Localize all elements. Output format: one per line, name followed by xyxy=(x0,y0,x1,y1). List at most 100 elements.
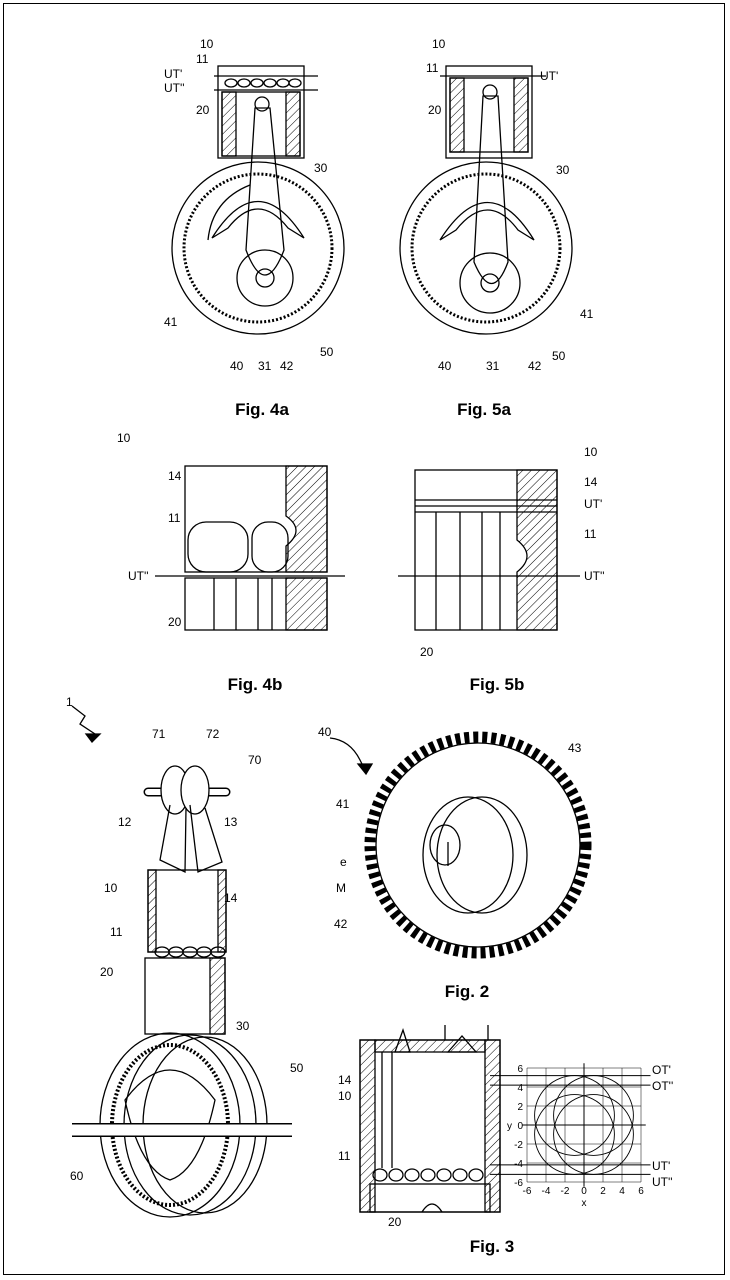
fig3-xtick-label: -6 xyxy=(523,1186,532,1197)
caption-fig5a: Fig. 5a xyxy=(457,400,511,419)
fig1-label-r1: 1 xyxy=(66,695,73,709)
fig4a-label-r30: 30 xyxy=(314,161,328,175)
fig5a-conrod xyxy=(473,95,509,284)
fig5a-label-r11: 11 xyxy=(426,61,439,75)
fig5a-label-r10: 10 xyxy=(432,37,446,51)
fig5a-liner xyxy=(445,65,533,159)
fig4b-ball-b xyxy=(251,521,289,573)
fig3-label-r10: 10 xyxy=(338,1089,352,1103)
fig3-ytick-label: -6 xyxy=(514,1178,523,1189)
fig4a-label-r40: 40 xyxy=(230,359,244,373)
fig1-label-r12: 12 xyxy=(118,815,132,829)
fig4a-balls xyxy=(224,78,302,88)
page-border xyxy=(3,3,725,1275)
fig4a-gear-outer xyxy=(171,161,345,335)
fig4a-rotation-arrow xyxy=(207,184,251,241)
fig3-label-ut1: UT' xyxy=(652,1159,670,1173)
fig1-label-r14: 14 xyxy=(224,891,238,905)
fig3-label-r20: 20 xyxy=(388,1215,402,1229)
fig2-label-r43: 43 xyxy=(568,741,582,755)
caption-fig5b: Fig. 5b xyxy=(470,675,525,694)
fig3-ytick-label: 4 xyxy=(517,1083,523,1094)
fig4a-eccentric xyxy=(236,249,294,307)
fig3-ytick-label: -2 xyxy=(514,1140,523,1151)
fig1-crank-disc-72 xyxy=(180,765,210,815)
fig4b-label-r10: 10 xyxy=(117,431,131,445)
fig3-xtick-label: 4 xyxy=(619,1186,625,1197)
fig5a-label-ut1: UT' xyxy=(540,69,558,83)
fig3-piston xyxy=(369,1183,491,1213)
fig1-label-r11: 11 xyxy=(110,925,123,939)
fig3-label-ut2: UT'' xyxy=(652,1175,673,1189)
fig3-label-ot1: OT' xyxy=(652,1063,671,1077)
fig4a-crank-pin xyxy=(255,268,275,288)
fig4a-label-r42: 42 xyxy=(280,359,294,373)
fig3-xtick-label: -4 xyxy=(542,1186,551,1197)
fig3-xtick-label: 0 xyxy=(581,1186,587,1197)
fig2-eccentric-back xyxy=(436,796,528,914)
fig3-ytick-label: 6 xyxy=(517,1064,523,1075)
fig-1 xyxy=(71,705,292,1218)
fig5a-piston-pin xyxy=(482,84,498,100)
fig-4a xyxy=(171,65,345,335)
fig5a-label-r50: 50 xyxy=(552,349,566,363)
fig1-conrod-12 xyxy=(159,804,187,874)
fig4a-label-r11: 11 xyxy=(196,52,209,66)
fig1-label-r30: 30 xyxy=(236,1019,250,1033)
fig3-ytick-label: 0 xyxy=(517,1121,523,1132)
fig5a-eccentric xyxy=(459,252,521,314)
fig1-label-r70: 70 xyxy=(248,753,262,767)
fig1-label-r50: 50 xyxy=(290,1061,304,1075)
fig5a-label-r42: 42 xyxy=(528,359,542,373)
fig5b-label-r14: 14 xyxy=(584,475,598,489)
fig5b-label-r10: 10 xyxy=(584,445,598,459)
fig5b-label-ut2: UT'' xyxy=(584,569,605,583)
fig4a-counterweight xyxy=(211,201,305,239)
fig4a-label-ut1: UT' xyxy=(164,67,182,81)
fig2-label-e: e xyxy=(340,855,347,869)
fig2-eccentric xyxy=(422,796,514,914)
fig4b-label-r11: 11 xyxy=(168,511,181,525)
fig1-label-r10: 10 xyxy=(104,881,118,895)
fig1-label-r72: 72 xyxy=(206,727,220,741)
fig5a-gear-outer xyxy=(399,161,573,335)
fig1-label-r71: 71 xyxy=(152,727,166,741)
fig3-cylinder xyxy=(359,1039,501,1213)
fig4a-piston-pin xyxy=(254,96,270,112)
caption-fig4b: Fig. 4b xyxy=(228,675,283,694)
fig3-balls xyxy=(372,1168,484,1182)
fig5a-ring-gear xyxy=(410,172,562,324)
fig5a-label-r31: 31 xyxy=(486,359,500,373)
fig5a-label-r41: 41 xyxy=(580,307,594,321)
fig3-xtick-label: 2 xyxy=(600,1186,606,1197)
fig1-label-r13: 13 xyxy=(224,815,238,829)
fig4a-label-r41: 41 xyxy=(164,315,178,329)
fig-5a xyxy=(399,65,573,335)
caption-fig2: Fig. 2 xyxy=(445,982,489,1001)
fig5a-label-r40: 40 xyxy=(438,359,452,373)
fig1-conrod-13 xyxy=(189,804,223,873)
fig5a-label-r30: 30 xyxy=(556,163,570,177)
fig4b-ball-a xyxy=(187,521,249,573)
fig4a-label-ut2: UT'' xyxy=(164,81,185,95)
fig3-valve-right xyxy=(446,1035,478,1053)
fig4a-label-r20: 20 xyxy=(196,103,210,117)
fig3-xtick-label: -2 xyxy=(561,1186,570,1197)
fig3-xtick-label: 6 xyxy=(638,1186,644,1197)
fig4b-label-r14: 14 xyxy=(168,469,182,483)
caption-fig4a: Fig. 4a xyxy=(235,400,289,419)
fig5a-label-r20: 20 xyxy=(428,103,442,117)
fig-2 xyxy=(329,731,592,959)
fig5a-counterweight xyxy=(439,202,535,241)
fig3-ytick-label: -4 xyxy=(514,1159,523,1170)
fig2-label-r42: 42 xyxy=(334,917,348,931)
fig2-gear-teeth xyxy=(364,731,592,959)
fig2-label-m: M xyxy=(336,881,346,895)
fig4a-label-r50: 50 xyxy=(320,345,334,359)
fig2-bore xyxy=(429,824,461,866)
fig3-xlabel: x xyxy=(582,1198,587,1209)
fig3-label-r14: 14 xyxy=(338,1073,352,1087)
